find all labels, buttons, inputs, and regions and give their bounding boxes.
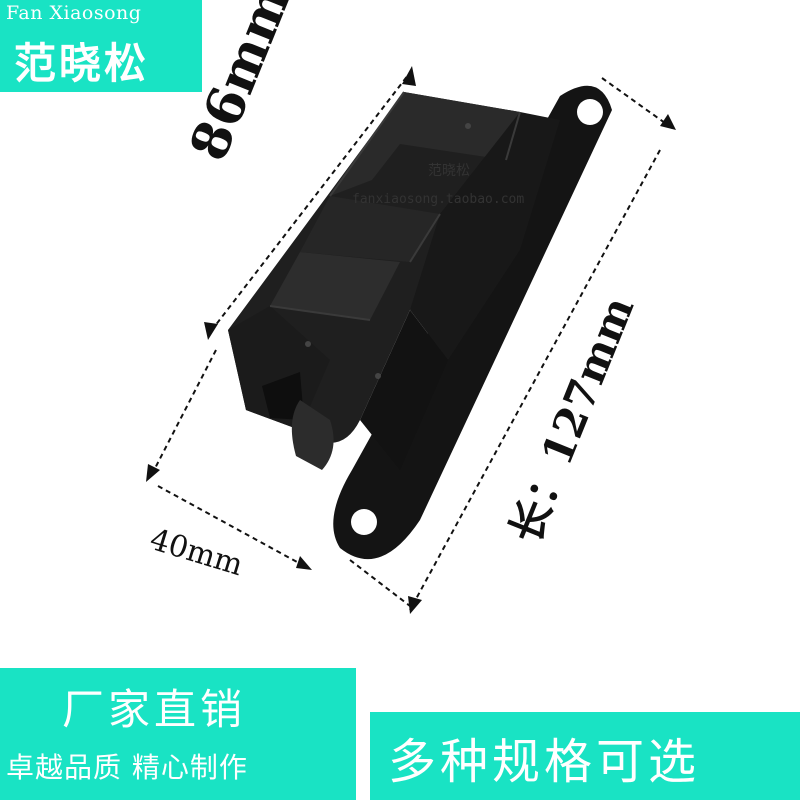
promo-right-title: 多种规格可选 — [388, 734, 701, 790]
dimension-arrows — [146, 66, 676, 614]
brand-name-cn: 范晓松 — [14, 39, 150, 88]
mount-hole-top — [577, 99, 603, 125]
promo-banner-right: 多种规格可选 — [370, 712, 800, 800]
watermark-shop-name: 范晓松 — [428, 163, 470, 179]
brand-name-en: Fan Xiaosong — [6, 2, 142, 24]
dimension-lines — [149, 69, 673, 611]
fuse-holder — [228, 85, 612, 560]
promo-left-title: 厂家直销 — [62, 685, 247, 734]
promo-banner-left: 厂家直销 卓越品质 精心制作 — [0, 668, 356, 800]
watermark-shop-url: fanxiaosong.taobao.com — [352, 192, 525, 207]
brand-logo: Fan Xiaosong 范晓松 — [0, 0, 202, 92]
promo-left-subtitle: 卓越品质 精心制作 — [6, 751, 248, 784]
mount-hole-bottom — [351, 509, 377, 535]
